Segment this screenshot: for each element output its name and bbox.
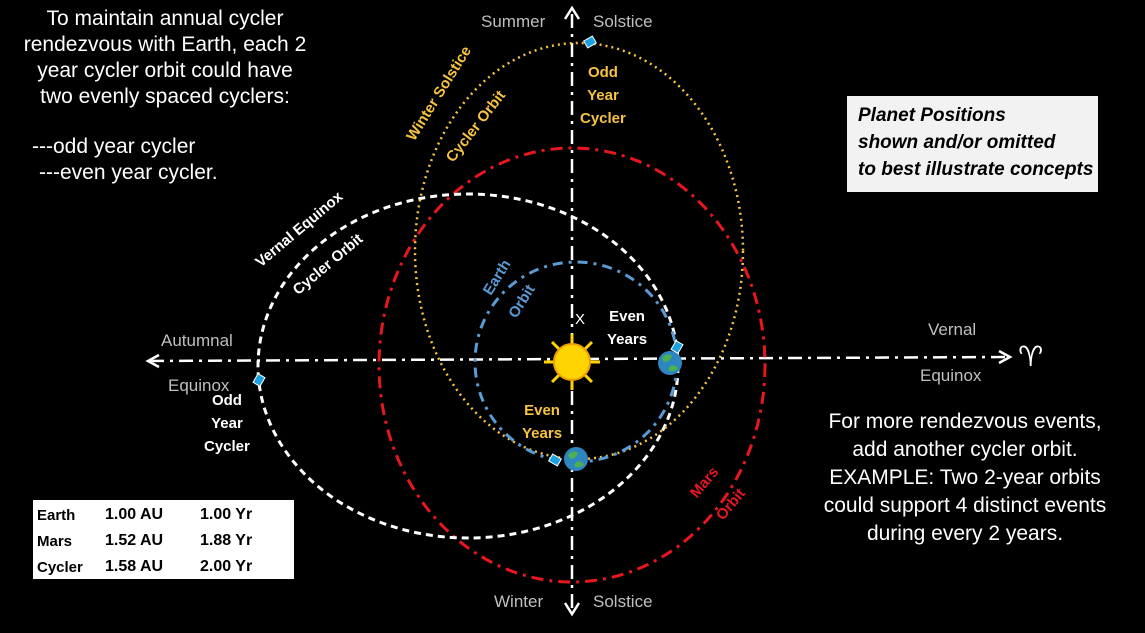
intro-line: rendezvous with Earth, each 2 bbox=[23, 33, 307, 56]
autumnal-equinox-label: Equinox bbox=[168, 376, 230, 395]
table-cell: 1.00 Yr bbox=[200, 506, 253, 523]
table-cell: 1.00 AU bbox=[105, 506, 164, 523]
winter-label: Winter bbox=[494, 592, 544, 611]
more-line: For more rendezvous events, bbox=[828, 410, 1102, 433]
table-cell: 2.00 Yr bbox=[200, 558, 253, 575]
vernal-equinox-cycler-orbit bbox=[256, 192, 680, 540]
aries-icon: ♈ bbox=[1018, 340, 1044, 373]
odd-year-cycler-left-label: Odd Year Cycler bbox=[204, 389, 250, 458]
label-line: Odd bbox=[211, 392, 242, 409]
intro-line: To maintain annual cycler bbox=[46, 7, 284, 30]
label-line: Years bbox=[607, 331, 648, 348]
note-line: Planet Positions bbox=[858, 105, 1006, 126]
planet-positions-note: Planet Positions shown and/or omitted to… bbox=[847, 96, 1098, 192]
label-line: Odd bbox=[587, 64, 618, 81]
more-line: could support 4 distinct events bbox=[823, 494, 1107, 517]
table-row: Earth 1.00 AU 1.00 Yr bbox=[37, 502, 290, 528]
table-cell: 1.88 Yr bbox=[200, 532, 253, 549]
table-row: Cycler 1.58 AU 2.00 Yr bbox=[37, 554, 290, 580]
bullet-even: ---even year cycler. bbox=[39, 161, 218, 184]
vernal-equinox-label: Equinox bbox=[920, 366, 982, 385]
table-cell: 1.52 AU bbox=[105, 532, 164, 549]
label-line: Year bbox=[587, 87, 619, 104]
table-cell: Mars bbox=[37, 532, 73, 550]
note-line: to best illustrate concepts bbox=[858, 159, 1094, 180]
table-cell: Cycler bbox=[37, 558, 83, 576]
intro-line: year cycler orbit could have bbox=[37, 59, 293, 82]
table-row: Mars 1.52 AU 1.88 Yr bbox=[37, 528, 290, 554]
earth-right bbox=[658, 351, 682, 375]
winter-solstice-label: Solstice bbox=[593, 592, 653, 611]
even-years-right-label: Even Years bbox=[607, 305, 647, 351]
label-line: Even bbox=[609, 308, 645, 325]
mars-orbit bbox=[377, 146, 767, 584]
axis-arrow-left bbox=[145, 353, 160, 369]
more-line: during every 2 years. bbox=[866, 522, 1064, 545]
bullet-odd: ---odd year cycler bbox=[32, 135, 196, 158]
cycler-sat-top bbox=[582, 35, 598, 49]
more-rendezvous-text: For more rendezvous events, add another … bbox=[790, 408, 1140, 548]
label-line: Cycler bbox=[204, 438, 250, 455]
even-years-bottom-label: Even Years bbox=[522, 399, 562, 445]
earth-bottom bbox=[564, 447, 588, 471]
cycler-sat-right bbox=[670, 339, 684, 355]
winter-solstice-cycler-orbit bbox=[413, 41, 745, 461]
intro-line: two evenly spaced cyclers: bbox=[40, 85, 290, 108]
cycler-sat-left bbox=[252, 372, 266, 388]
label-line: Years bbox=[522, 425, 563, 442]
axis-arrow-up bbox=[563, 5, 581, 20]
intro-text: To maintain annual cycler rendezvous wit… bbox=[2, 6, 328, 110]
axis-arrow-down bbox=[563, 602, 581, 617]
vernal-label: Vernal bbox=[928, 320, 977, 339]
label-line: Year bbox=[211, 415, 243, 432]
odd-year-cycler-top-label: Odd Year Cycler bbox=[580, 61, 626, 130]
sun bbox=[544, 334, 600, 390]
label-line: Even bbox=[524, 402, 560, 419]
summer-solstice-label: Solstice bbox=[593, 12, 653, 31]
orbit-table: Earth 1.00 AU 1.00 Yr Mars 1.52 AU 1.88 … bbox=[33, 500, 294, 579]
cycler-sat-bottom bbox=[547, 453, 563, 467]
table-cell: Earth bbox=[37, 506, 76, 524]
more-line: add another cycler orbit. bbox=[852, 438, 1078, 461]
label-line: Cycler bbox=[580, 110, 626, 127]
table-cell: 1.58 AU bbox=[105, 558, 164, 575]
intro-bullets: ---odd year cycler ---even year cycler. bbox=[32, 134, 218, 186]
autumnal-label: Autumnal bbox=[161, 331, 233, 350]
note-line: shown and/or omitted bbox=[858, 132, 1056, 153]
axis-arrow-right bbox=[998, 349, 1013, 365]
summer-label: Summer bbox=[481, 12, 546, 31]
sun-x-marker: X bbox=[575, 311, 586, 328]
more-line: EXAMPLE: Two 2-year orbits bbox=[829, 466, 1101, 489]
